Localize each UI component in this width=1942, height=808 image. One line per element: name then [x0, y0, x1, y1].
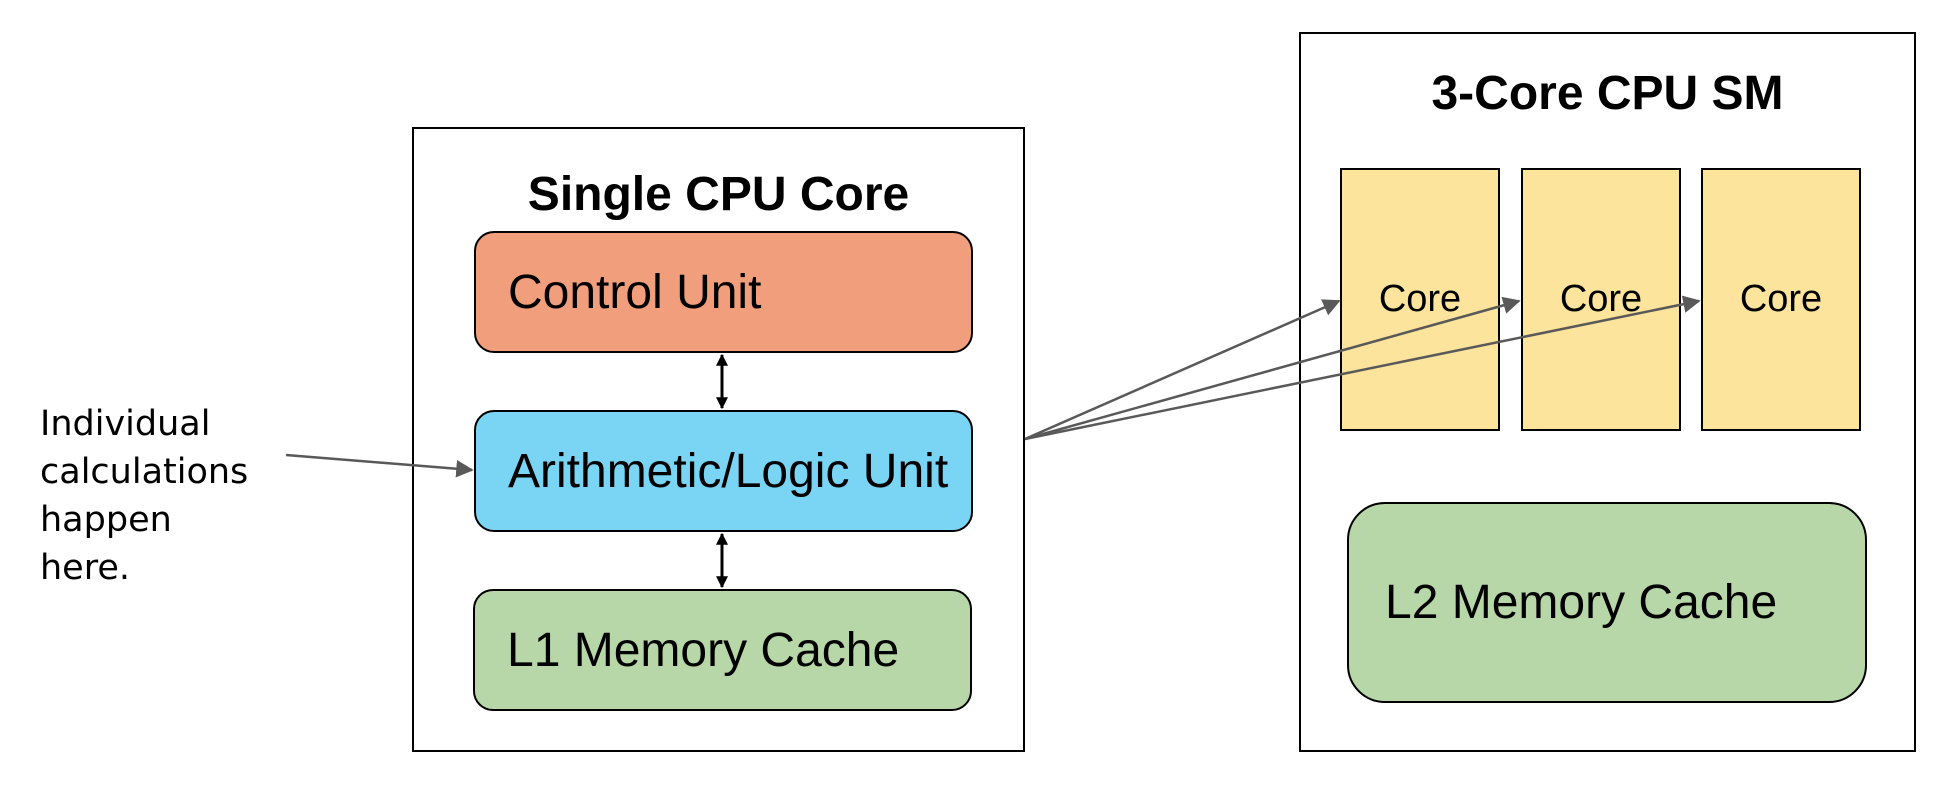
sm-core-2-label: Core: [1559, 278, 1643, 320]
arithmetic-logic-unit: Arithmetic/Logic Unit: [474, 410, 973, 532]
l1-memory-cache: L1 Memory Cache: [473, 589, 972, 711]
sm-core-1: Core: [1340, 168, 1500, 431]
annotation-text: Individual calculations happen here.: [40, 404, 249, 588]
l2-memory-cache: L2 Memory Cache: [1347, 502, 1867, 703]
arithmetic-logic-unit-label: Arithmetic/Logic Unit: [508, 444, 949, 498]
control-unit-label: Control Unit: [508, 265, 762, 319]
core-2-link-arrow: [1024, 296, 1521, 441]
core-1-link-arrow: [1024, 299, 1341, 441]
control-unit: Control Unit: [474, 231, 973, 353]
l2-memory-cache-label: L2 Memory Cache: [1385, 576, 1778, 629]
l1-memory-cache-label: L1 Memory Cache: [507, 623, 900, 677]
single-cpu-core-title: Single CPU Core: [527, 168, 910, 221]
sm-core-1-label: Core: [1378, 278, 1462, 320]
sm-core-3-label: Core: [1739, 278, 1823, 320]
sm-core-3: Core: [1701, 168, 1861, 431]
core-3-link-arrow: [1024, 295, 1701, 441]
sm-core-2: Core: [1521, 168, 1681, 431]
sm-title: 3-Core CPU SM: [1431, 67, 1784, 120]
annotation-pointer-arrow: [285, 453, 474, 478]
